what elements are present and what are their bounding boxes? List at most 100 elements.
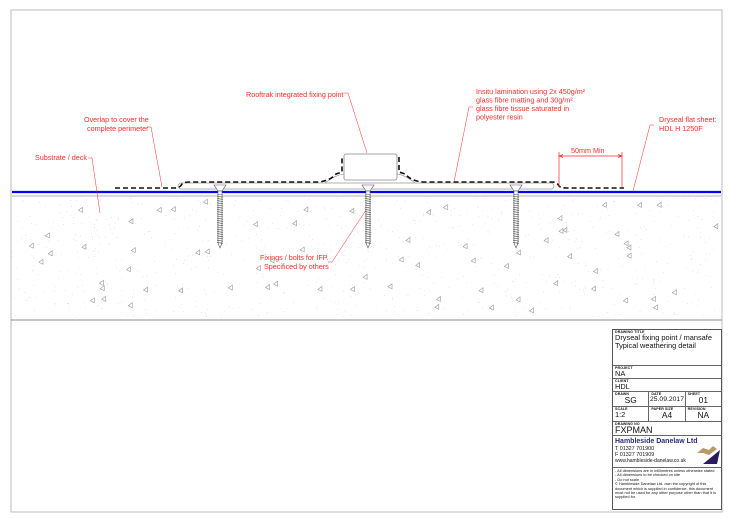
client-section: CLIENT HDL — [613, 379, 721, 392]
hatch-triangle — [478, 287, 484, 294]
hatch-triangle — [98, 279, 104, 286]
insitu-lamination-left — [115, 157, 343, 189]
hatch-triangle — [528, 307, 534, 314]
note-1: - All dimensions are in millimetres unle… — [615, 468, 715, 473]
hatch-triangle — [127, 302, 133, 309]
drawing-notes: - All dimensions are in millimetres unle… — [613, 468, 721, 501]
drawn-value: SG — [624, 395, 637, 405]
drawing-title-line1: Dryseal fixing point / mansafe — [615, 333, 712, 342]
hatch-triangle — [130, 247, 136, 254]
hatch-triangle — [626, 244, 632, 251]
scale-caption: SCALE — [615, 407, 628, 411]
hatch-triangle — [415, 261, 420, 268]
revision-value: NA — [697, 410, 710, 420]
project-section: PROJECT NA — [613, 366, 721, 379]
hatch-triangle — [47, 250, 53, 257]
scale-value: 1:2 — [615, 410, 626, 419]
company-phone: T 01327 701900 — [615, 446, 655, 452]
company-fax: F 01327 701909 — [615, 452, 655, 458]
hatch-triangle — [317, 285, 323, 292]
hatch-triangle — [462, 243, 468, 250]
hatch-triangle — [77, 206, 83, 213]
hatch-triangle — [435, 295, 441, 302]
label-substrate: Substrate / deck — [35, 153, 87, 162]
date-caption: DATE — [651, 392, 662, 396]
note-2: - All dimensions to be checked on site — [615, 472, 681, 478]
hatch-triangle — [349, 207, 355, 214]
hatch-triangle — [671, 289, 677, 296]
hatch-triangle — [614, 230, 620, 237]
hatch-triangle — [405, 236, 411, 243]
hatch-triangle — [156, 206, 162, 213]
hatch-triangle — [349, 285, 355, 292]
project-caption: PROJECT — [615, 366, 633, 370]
label-insitu: Insitu lamination using 2x 450g/m² glass… — [476, 87, 587, 122]
label-fixings: Fixings / bolts for IFP. Specificed by o… — [260, 253, 331, 271]
hatch-triangle — [252, 220, 258, 228]
hatch-triangle — [255, 264, 261, 271]
screw — [361, 184, 375, 249]
hatch-triangle — [656, 201, 662, 208]
hatch-triangle — [553, 279, 559, 287]
sheet-value: 01 — [698, 395, 708, 405]
paper-size-value: A4 — [661, 410, 673, 420]
hatch-triangle — [623, 240, 629, 247]
label-rooftrak: Rooftrak integrated fixing point — [246, 90, 344, 99]
rooftrak-fixing-point — [343, 153, 398, 181]
screw — [213, 184, 227, 249]
note-3: - Do not scale — [615, 476, 640, 482]
hatch-triangle — [178, 287, 183, 294]
project-value: NA — [615, 369, 626, 378]
hatch-triangle — [299, 246, 305, 253]
company-section: Hambleside Danelaw Ltd T 01327 701900 F … — [613, 436, 721, 468]
dimension-label: 50mm Min — [571, 146, 605, 155]
hatch-triangle — [713, 223, 719, 230]
hatch-triangle — [227, 284, 233, 291]
drawing-no-caption: DRAWING NO — [615, 422, 640, 426]
hatch-triangle — [434, 303, 440, 310]
hatch-triangle — [125, 266, 131, 273]
hatch-triangle — [515, 249, 521, 256]
hatch-triangle — [558, 227, 564, 234]
hatch-triangle — [142, 286, 148, 293]
label-overlap: Overlap to cover the complete perimeter — [84, 115, 151, 133]
hatch-triangle — [273, 280, 278, 287]
client-caption: CLIENT — [615, 379, 629, 383]
label-dryseal: Dryseal flat sheet: HDL H 1250F — [659, 115, 719, 133]
hatch-triangle — [362, 273, 368, 280]
hatch-triangle — [38, 258, 44, 265]
drawing-no-section: DRAWING NO FXPMAN — [613, 422, 721, 436]
hatch-triangle — [567, 253, 572, 260]
hatch-triangle — [44, 232, 50, 239]
hatch-triangle — [592, 267, 598, 274]
hatch-triangle — [28, 242, 34, 249]
company-website: www.hambleside-danelaw.co.uk — [615, 458, 686, 464]
hatch-triangle — [387, 283, 393, 290]
hatch-triangle — [202, 198, 208, 205]
hatch-triangle — [81, 243, 87, 250]
client-value: HDL — [615, 382, 630, 391]
hatch-triangle — [626, 252, 632, 259]
drawing-title-section: DRAWING TITLE Dryseal fixing point / man… — [613, 330, 721, 366]
hatch-triangle — [470, 257, 476, 264]
sheet-border — [10, 9, 723, 513]
paper-size-caption: PAPER SIZE — [651, 407, 674, 411]
insitu-lamination-right — [398, 157, 624, 189]
hatch-triangle — [622, 297, 628, 304]
hatch-triangle — [650, 295, 656, 302]
substrate-deck — [12, 195, 721, 319]
hatch-triangle — [601, 201, 607, 208]
hatch-triangle — [128, 218, 134, 225]
fixings — [213, 184, 523, 249]
hatch-triangle — [652, 304, 658, 311]
hatch-triangle — [101, 295, 107, 302]
hatch-triangle — [264, 283, 270, 291]
drawing-title-line2: Typical weathering detail — [615, 341, 696, 350]
revision-caption: REVISION — [687, 407, 706, 411]
hatch-triangle — [303, 206, 309, 213]
hatch-triangle — [269, 257, 275, 264]
hatch-triangle — [99, 285, 105, 292]
